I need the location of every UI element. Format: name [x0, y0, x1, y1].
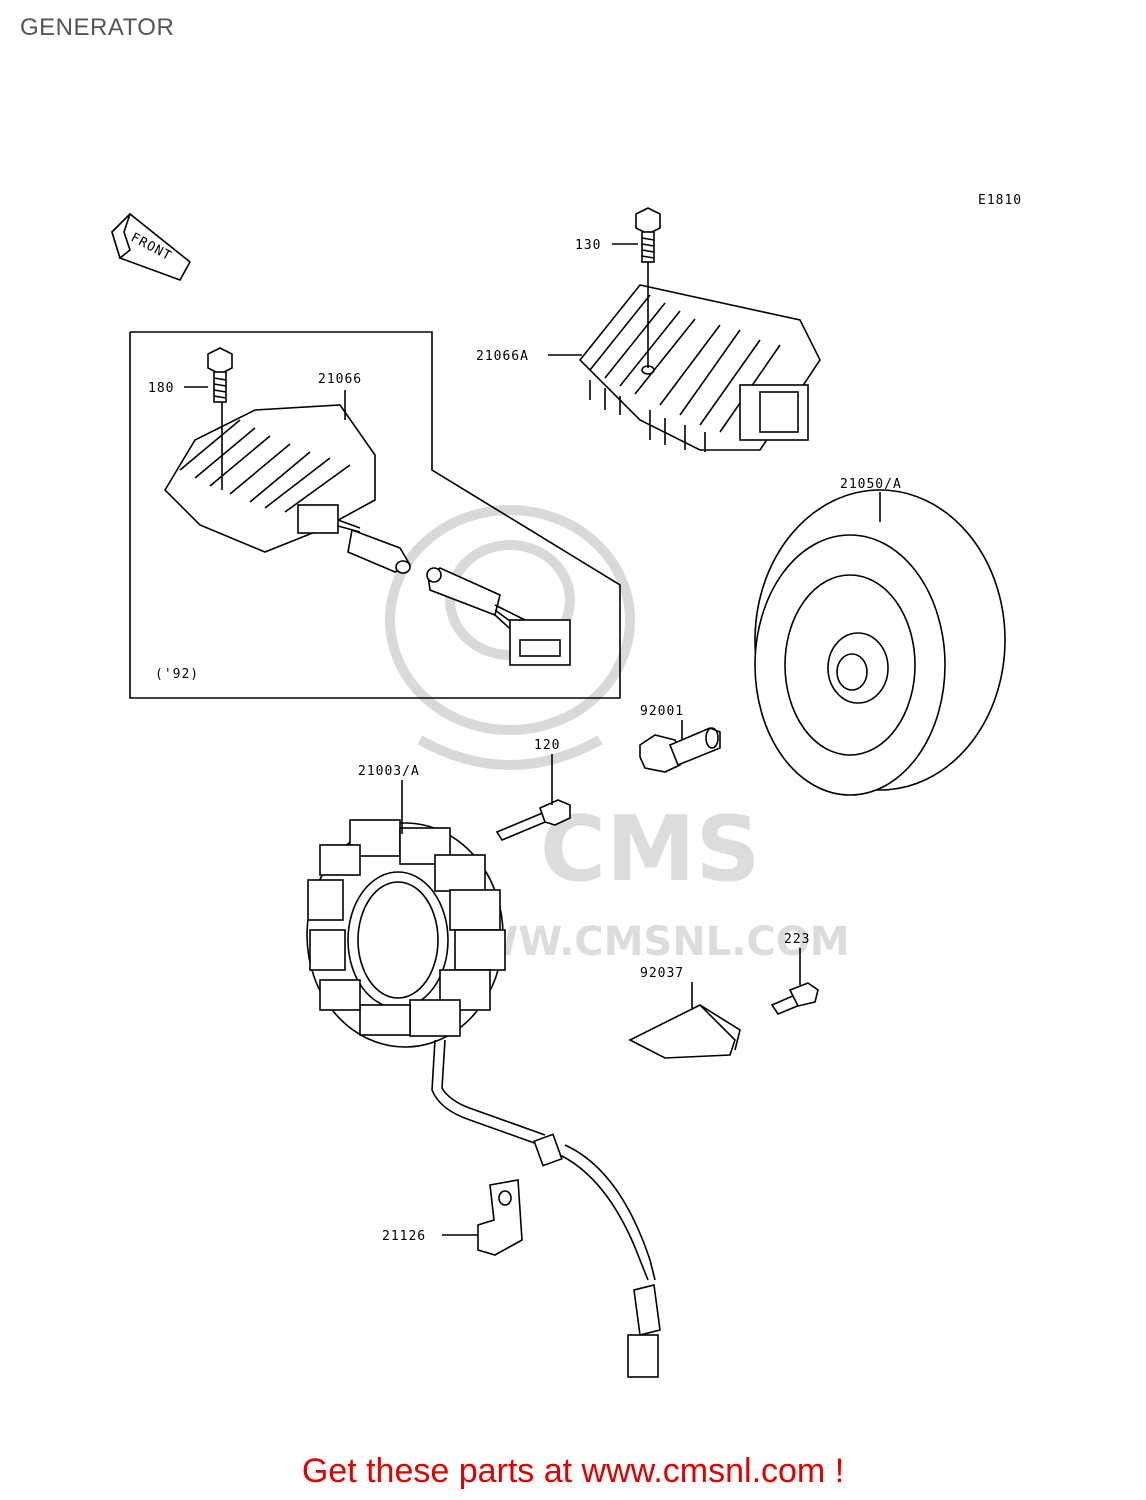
label-92001: 92001: [640, 704, 684, 719]
bolt-130: [635, 207, 661, 263]
label-130: 130: [575, 238, 601, 253]
label-223: 223: [784, 932, 810, 947]
year-note: ('92): [155, 667, 199, 682]
part-labels: 130 21066A 180 21066 21050/A 92001 120 2…: [148, 238, 902, 1244]
plate-92037: [628, 1004, 741, 1059]
watermark-brand: CMS: [540, 797, 760, 902]
regulator-rectifier-21066: [163, 400, 412, 574]
label-21003a: 21003/A: [358, 764, 420, 779]
leader-lines: [184, 243, 881, 1236]
inset-box-92: ('92): [129, 331, 621, 699]
label-21066: 21066: [318, 372, 362, 387]
bolt-120: [495, 799, 571, 841]
label-21126: 21126: [382, 1229, 426, 1244]
label-180: 180: [148, 381, 174, 396]
regulator-rectifier-21066a: [578, 260, 821, 452]
bolt-92001: [639, 727, 721, 773]
diagram-code: E1810: [978, 193, 1022, 208]
front-arrow-icon: FRONT: [111, 212, 192, 281]
clamp-21126: [477, 1179, 523, 1256]
label-21066a: 21066A: [476, 349, 529, 364]
footer-link[interactable]: Get these parts at www.cmsnl.com !: [301, 1452, 845, 1490]
connector-plug: [426, 567, 571, 666]
label-92037: 92037: [640, 966, 684, 981]
stator-21003a: [306, 819, 661, 1378]
rotor-21050a: [754, 489, 1006, 796]
label-21050a: 21050/A: [840, 477, 902, 492]
label-120: 120: [534, 738, 560, 753]
bolt-180: [207, 347, 233, 403]
page-title: GENERATOR: [20, 14, 175, 41]
screw-223: [770, 982, 819, 1015]
